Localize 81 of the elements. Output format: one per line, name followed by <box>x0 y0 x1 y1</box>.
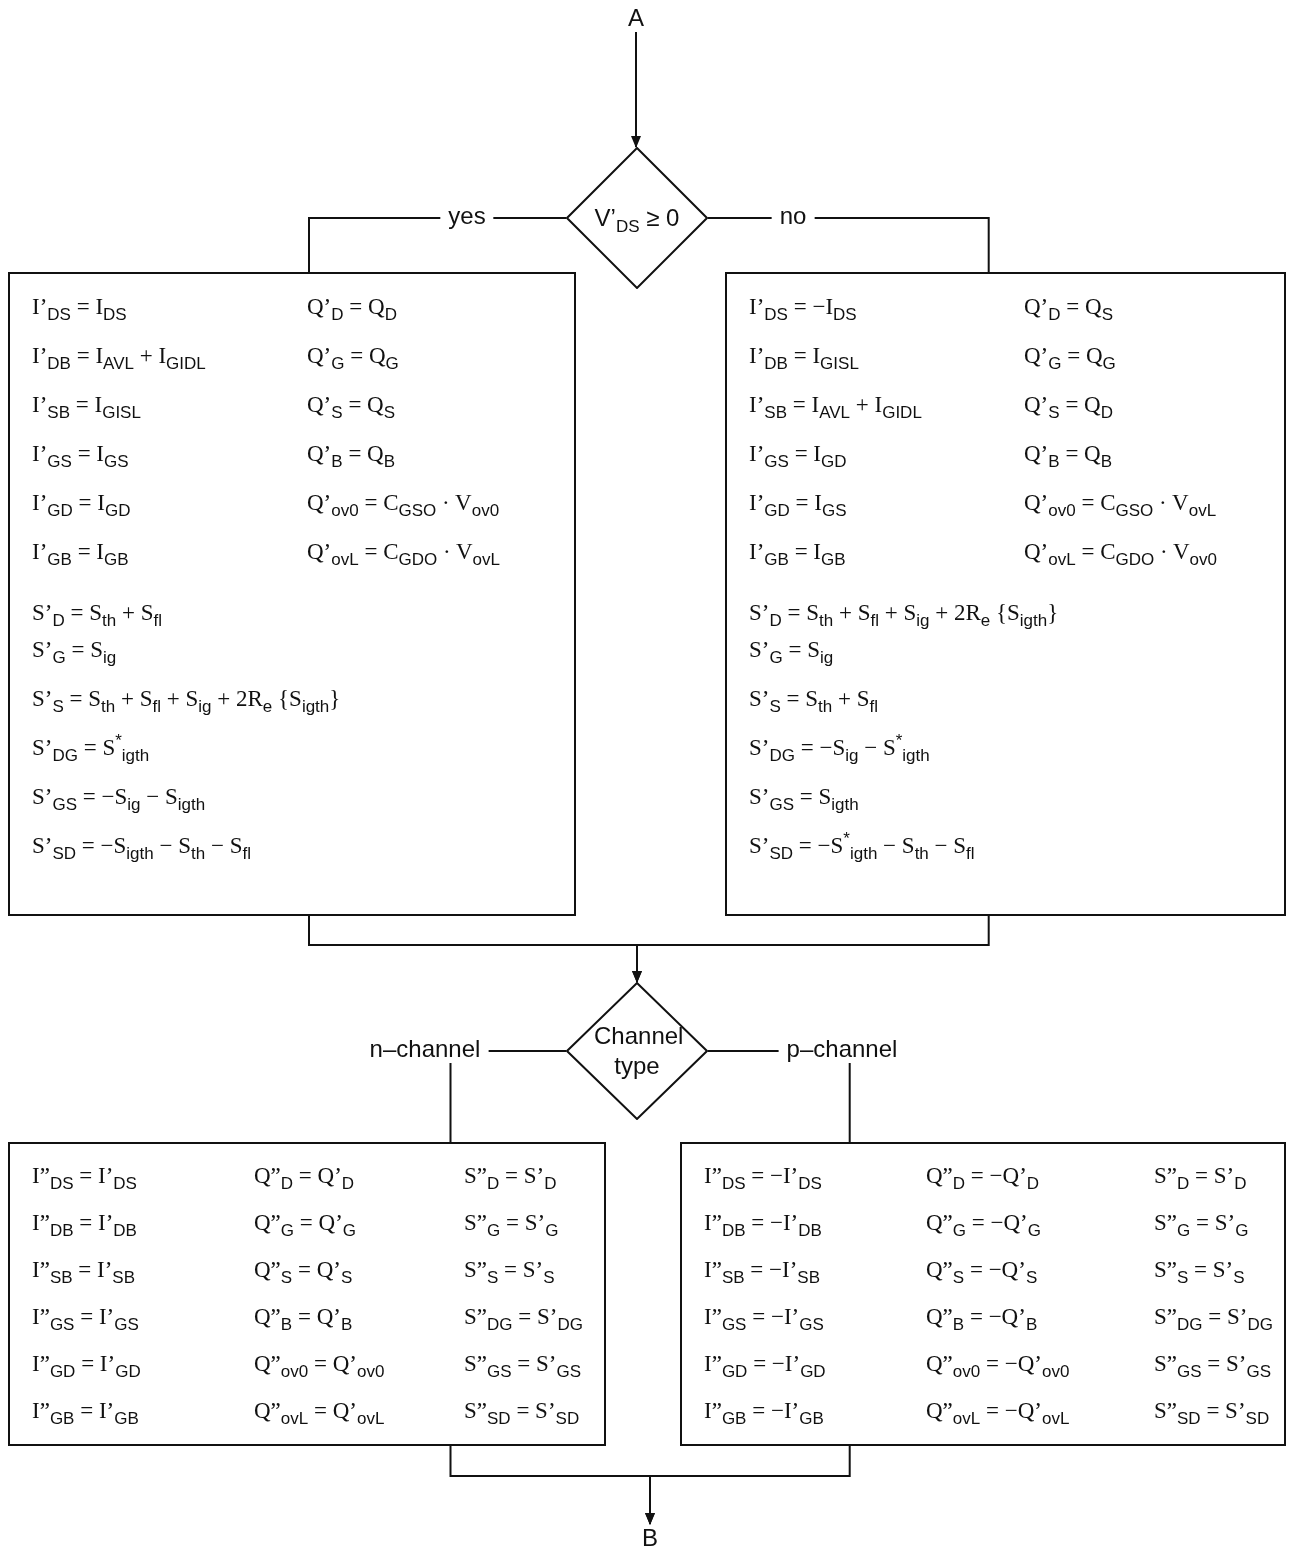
equation: I”$_{GB}$ = I’$_{GB}$ <box>32 1397 140 1430</box>
process-box <box>8 272 576 916</box>
equation: I’$_{GD}$ = I$_{GD}$ <box>32 489 132 522</box>
equation: I’$_{DB}$ = I$_{GISL}$ <box>749 342 860 375</box>
equation: S”$_{D}$ = S’$_{D}$ <box>1154 1162 1248 1195</box>
equation: I’$_{GB}$ = I$_{GB}$ <box>749 538 847 571</box>
arrow <box>631 31 641 148</box>
equation: Q’$_{ov0}$ = C$_{GSO}$ · V$_{ovL}$ <box>1024 489 1218 522</box>
equation: Q’$_{B}$ = Q$_{B}$ <box>307 440 397 473</box>
equation: S”$_{DG}$ = S’$_{DG}$ <box>464 1303 583 1336</box>
terminal-label: A <box>628 4 644 32</box>
equation: S”$_{GS}$ = S’$_{GS}$ <box>1154 1350 1273 1383</box>
equation: S”$_{SD}$ = S’$_{SD}$ <box>464 1397 581 1430</box>
equation: Q’$_{S}$ = Q$_{S}$ <box>307 391 397 424</box>
equation: Q”$_{D}$ = −Q’$_{D}$ <box>926 1162 1041 1195</box>
equation: I’$_{GS}$ = I$_{GS}$ <box>32 440 130 473</box>
equation: S’$_{G}$ = S$_{ig}$ <box>749 636 835 669</box>
equation: S”$_{S}$ = S’$_{S}$ <box>1154 1256 1246 1289</box>
equation: I”$_{GS}$ = I’$_{GS}$ <box>32 1303 140 1336</box>
equation: I”$_{DB}$ = −I’$_{DB}$ <box>704 1209 823 1242</box>
equation: I”$_{SB}$ = I’$_{SB}$ <box>32 1256 137 1289</box>
equation: S’$_{GS}$ = S$_{igth}$ <box>749 783 860 816</box>
equation: Q’$_{S}$ = Q$_{D}$ <box>1024 391 1114 424</box>
equation: Q”$_{ovL}$ = Q’$_{ovL}$ <box>254 1397 386 1430</box>
equation: Q”$_{D}$ = Q’$_{D}$ <box>254 1162 356 1195</box>
equation: Q’$_{ovL}$ = C$_{GDO}$ · V$_{ov0}$ <box>1024 538 1218 571</box>
decision-text: Channel type <box>594 1021 680 1081</box>
equation: I”$_{GD}$ = −I’$_{GD}$ <box>704 1350 827 1383</box>
equation: I’$_{GD}$ = I$_{GS}$ <box>749 489 848 522</box>
equation: I’$_{GB}$ = I$_{GB}$ <box>32 538 130 571</box>
equation: S”$_{DG}$ = S’$_{DG}$ <box>1154 1303 1273 1336</box>
equation: S”$_{SD}$ = S’$_{SD}$ <box>1154 1397 1271 1430</box>
equation: I”$_{DS}$ = I’$_{DS}$ <box>32 1162 138 1195</box>
process-box <box>680 1142 1286 1446</box>
equation: S’$_{G}$ = S$_{ig}$ <box>32 636 118 669</box>
equation: S’$_{SD}$ = −S$_{igth}$ − S$_{th}$ − S$_{fl}$ <box>32 832 252 865</box>
equation: I’$_{SB}$ = I$_{AVL}$ + I$_{GIDL}$ <box>749 391 923 424</box>
equation: I”$_{DS}$ = −I’$_{DS}$ <box>704 1162 823 1195</box>
equation: I”$_{DB}$ = I’$_{DB}$ <box>32 1209 138 1242</box>
equation: S’$_{SD}$ = −S$^{*}$$_{igth}$ − S$_{th}$ − S$_{fl}$ <box>749 828 976 865</box>
equation: S’$_{GS}$ = −S$_{ig}$ − S$_{igth}$ <box>32 783 207 816</box>
equation: I’$_{DB}$ = I$_{AVL}$ + I$_{GIDL}$ <box>32 342 207 375</box>
equation: Q”$_{ov0}$ = −Q’$_{ov0}$ <box>926 1350 1071 1383</box>
equation: Q”$_{S}$ = −Q’$_{S}$ <box>926 1256 1039 1289</box>
equation: Q’$_{G}$ = Q$_{G}$ <box>1024 342 1117 375</box>
equation: I”$_{GB}$ = −I’$_{GB}$ <box>704 1397 825 1430</box>
equation: Q’$_{B}$ = Q$_{B}$ <box>1024 440 1114 473</box>
equation: Q”$_{S}$ = Q’$_{S}$ <box>254 1256 354 1289</box>
equation: I”$_{GD}$ = I’$_{GD}$ <box>32 1350 142 1383</box>
process-box <box>8 1142 606 1446</box>
equation: Q’$_{ov0}$ = C$_{GSO}$ · V$_{ov0}$ <box>307 489 501 522</box>
equation: Q”$_{ovL}$ = −Q’$_{ovL}$ <box>926 1397 1071 1430</box>
process-box <box>725 272 1286 916</box>
arrow <box>645 1445 851 1525</box>
equation: S”$_{S}$ = S’$_{S}$ <box>464 1256 556 1289</box>
equation: Q”$_{G}$ = −Q’$_{G}$ <box>926 1209 1042 1242</box>
equation: Q’$_{D}$ = Q$_{D}$ <box>307 293 398 326</box>
equation: S’$_{S}$ = S$_{th}$ + S$_{fl}$ <box>749 685 879 718</box>
arrow <box>632 915 990 983</box>
equation: Q”$_{B}$ = Q’$_{B}$ <box>254 1303 354 1336</box>
equation: Q”$_{G}$ = Q’$_{G}$ <box>254 1209 358 1242</box>
equation: S”$_{GS}$ = S’$_{GS}$ <box>464 1350 583 1383</box>
equation: S”$_{D}$ = S’$_{D}$ <box>464 1162 558 1195</box>
equation: Q”$_{B}$ = −Q’$_{B}$ <box>926 1303 1039 1336</box>
equation: I’$_{DS}$ = I$_{DS}$ <box>32 293 128 326</box>
equation: I’$_{GS}$ = I$_{GD}$ <box>749 440 848 473</box>
equation: Q’$_{D}$ = Q$_{S}$ <box>1024 293 1114 326</box>
equation: S’$_{S}$ = S$_{th}$ + S$_{fl}$ + S$_{ig}$ + 2R$_{e}$ {S$_{igth}$} <box>32 685 342 718</box>
equation: Q’$_{ovL}$ = C$_{GDO}$ · V$_{ovL}$ <box>307 538 501 571</box>
terminal-label: B <box>642 1524 658 1552</box>
equation: Q’$_{G}$ = Q$_{G}$ <box>307 342 400 375</box>
equation: I”$_{GS}$ = −I’$_{GS}$ <box>704 1303 825 1336</box>
equation: S’$_{D}$ = S$_{th}$ + S$_{fl}$ + S$_{ig}$ + 2R$_{e}$ {S$_{igth}$} <box>749 599 1060 632</box>
equation: I”$_{SB}$ = −I’$_{SB}$ <box>704 1256 821 1289</box>
equation: I’$_{SB}$ = I$_{GISL}$ <box>32 391 142 424</box>
decision-text: V’$_{DS}$ ≥ 0 <box>594 203 680 233</box>
equation: S’$_{D}$ = S$_{th}$ + S$_{fl}$ <box>32 599 163 632</box>
equation: Q”$_{ov0}$ = Q’$_{ov0}$ <box>254 1350 386 1383</box>
equation: I’$_{DS}$ = −I$_{DS}$ <box>749 293 858 326</box>
equation: S”$_{G}$ = S’$_{G}$ <box>464 1209 560 1242</box>
equation: S”$_{G}$ = S’$_{G}$ <box>1154 1209 1250 1242</box>
